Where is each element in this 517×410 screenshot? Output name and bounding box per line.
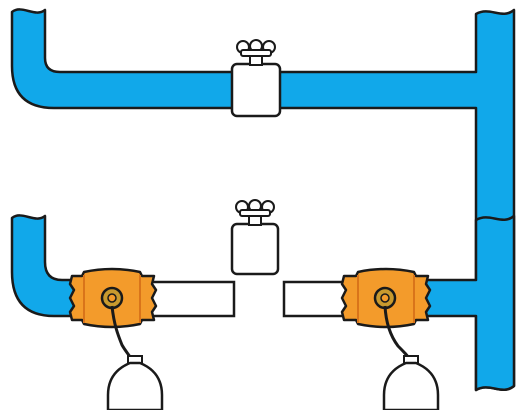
- bottom-right-water-pipe: [418, 214, 516, 392]
- right-pipe-clamp-icon: [340, 267, 432, 329]
- top-valve-body-icon: [230, 62, 282, 118]
- left-pipe-clamp-icon: [68, 267, 158, 329]
- top-water-pipe: [10, 8, 516, 392]
- top-panel: [10, 8, 516, 392]
- left-drain-bag-icon: [106, 355, 164, 410]
- bottom-panel: [10, 199, 516, 410]
- bottom-left-water-pipe: [10, 214, 82, 318]
- top-valve-handle-icon: [236, 39, 276, 57]
- removed-valve-icon: [230, 199, 280, 276]
- right-drain-bag-icon: [382, 355, 440, 410]
- bottom-left-empty-pipe: [148, 280, 236, 318]
